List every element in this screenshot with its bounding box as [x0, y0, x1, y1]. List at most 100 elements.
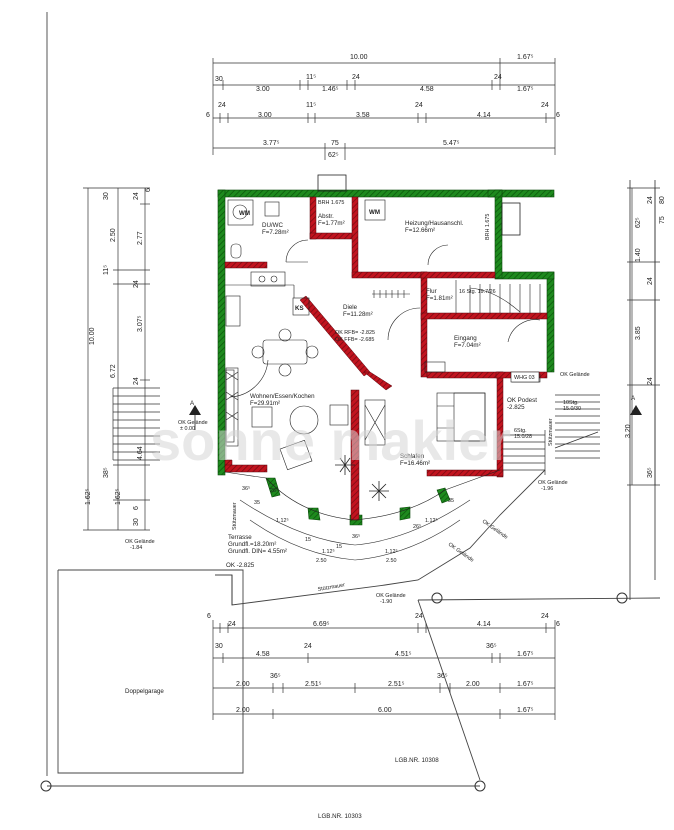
dim-left-9: 3.07⁵ [137, 315, 144, 332]
stair-label-2: 10Stg. [563, 400, 579, 406]
dim-left-8: 6.72 [110, 364, 117, 378]
room-heizung-area: F=12.66m² [405, 227, 435, 234]
left-exterior-steps [112, 387, 160, 461]
room-diele-name: Diele [343, 304, 358, 311]
wm-label-2: WM [369, 209, 380, 216]
ok-terrasse: OK -2.825 [226, 562, 255, 569]
dim-top-2h: 1.67⁵ [517, 86, 534, 93]
ok-gelaende-bottom-label: OK Gelände [376, 593, 406, 599]
dim-left-5: 11⁵ [103, 265, 110, 275]
room-diele-area: F=11.28m² [343, 311, 373, 318]
dim-top-3d: 11⁵ [306, 102, 316, 109]
dim-top-1a: 10.00 [350, 54, 368, 61]
plant-icon [335, 455, 355, 475]
dim-right-0: 24 [647, 196, 654, 204]
room-wohnen-name: Wohnen/Essen/Kochen [250, 393, 315, 400]
room-wohnen-area: F=29.91m² [250, 400, 280, 407]
ok-gelaende-right-label: OK Gelände [560, 372, 590, 378]
dim-bot-2e: 36⁵ [486, 643, 497, 650]
wm-label-1: WM [239, 210, 250, 217]
doppelgarage-label: Doppelgarage [125, 688, 164, 695]
dim-bot-1g: 6 [556, 621, 560, 628]
dim-bot-2d: 4.51⁵ [395, 651, 412, 658]
dim-right-1: 80 [659, 196, 666, 204]
whg-label: WHG 03 [514, 375, 535, 381]
dim-left-0: 30 [103, 192, 110, 200]
dim-bot-4c: 1.67⁵ [517, 707, 534, 714]
room-flur-area: F=1.81m² [426, 295, 453, 302]
dim-bot-3g: 1.67⁵ [517, 681, 534, 688]
right-exterior-steps [500, 394, 600, 475]
brh-top: BRH 1.675 [318, 200, 344, 206]
bay-dim-3: 15 [305, 537, 311, 543]
section-a-left: A [190, 400, 195, 407]
dim-top-4c: 62⁵ [328, 152, 339, 159]
ok-ffb: OK FFB= -2.685 [335, 337, 374, 343]
ok-gelaende-right2-label: OK Gelände [538, 480, 568, 486]
stuetzmauer-bottom: Stützmauer [317, 582, 345, 593]
dim-bot-3d: 2.51⁵ [388, 681, 405, 688]
survey-point [40, 780, 52, 792]
bay-dim-9: 1.12⁵ [385, 549, 398, 555]
dim-left-3: 2.50 [110, 228, 117, 242]
dim-top-3i: 6 [556, 112, 560, 119]
bay-dim-0: 35 [254, 500, 260, 506]
bay-dim-2: 1.12⁵ [276, 518, 289, 524]
dim-right-8: 3.20 [625, 424, 632, 438]
dim-bot-2a: 30 [215, 643, 223, 650]
ks-label: KS [295, 305, 304, 312]
stair-label-4: 6Stg. [514, 428, 527, 434]
stuetzmauer-left: Stützmauer [232, 502, 238, 530]
dim-left-1: 24 [133, 192, 140, 200]
ok-gelaende-bottom-value: -1.90 [380, 599, 392, 605]
bay-dim-5: 1.12⁵ [322, 549, 335, 555]
right-dimensions [627, 187, 660, 486]
bay-dim-4: 15 [336, 544, 342, 550]
bay-dim-8: 36⁵ [352, 534, 360, 540]
dim-left-15: 6 [133, 506, 140, 510]
dim-bot-3b: 36⁵ [270, 673, 281, 680]
survey-point [431, 592, 443, 604]
dim-bot-1a: 6 [207, 613, 211, 620]
room-dusche-name: DU/WC [262, 222, 283, 229]
section-arrow-right-icon [630, 405, 642, 415]
dim-bot-4b: 6.00 [378, 707, 392, 714]
dim-top-4b: 75 [331, 140, 339, 147]
dim-left-2: 6 [145, 188, 152, 192]
room-terrasse-area2: Grundfl. DIN= 4.55m² [228, 548, 287, 555]
ok-gelaende-right2-value: -1.96 [541, 486, 553, 492]
room-schlafen-area: F=16.46m² [400, 460, 430, 467]
dim-bot-3e: 36⁵ [437, 673, 448, 680]
dim-left-6: 24 [133, 280, 140, 288]
room-dusche-area: F=7.28m² [262, 229, 289, 236]
bay-dim-1: 26⁵ [270, 488, 278, 494]
room-schlafen-name: Schlafen [400, 453, 425, 460]
room-eingang-name: Eingang [454, 335, 477, 342]
dim-bot-3f: 2.00 [466, 681, 480, 688]
exterior-walls [217, 189, 555, 476]
dim-left-11: 4.64 [137, 446, 144, 460]
room-abstr-name: Abstr. [318, 213, 334, 220]
dim-bot-1d: 24 [415, 613, 423, 620]
room-terrasse-area1: Grundfl.=18.20m² [228, 541, 276, 548]
bay-dim-6: 2.50 [316, 558, 327, 564]
stair-label-5: 15.0/28 [514, 434, 532, 440]
dim-left-14: 1.62⁵ [115, 488, 122, 505]
dim-bot-2f: 1.67⁵ [517, 651, 534, 658]
dim-top-1b: 1.67⁵ [517, 54, 534, 61]
dim-top-3c: 3.00 [258, 112, 272, 119]
bay-dim-7: 2.50 [386, 558, 397, 564]
bay-window-walls [265, 477, 451, 526]
dim-left-7: 10.00 [89, 327, 96, 345]
ok-gelaende-diag2: OK Gelände [481, 519, 509, 541]
ok-gelaende-left-value: ± 0.00 [180, 426, 195, 432]
dim-right-2: 62⁵ [635, 217, 642, 228]
dim-bot-3c: 2.51⁵ [305, 681, 322, 688]
dim-bot-1b: 24 [228, 621, 236, 628]
dim-left-4: 2.77 [137, 231, 144, 245]
ok-gelaende-left2-label: OK Gelände [125, 539, 155, 545]
dim-top-2a: 30 [215, 76, 223, 83]
dim-top-2g: 24 [494, 74, 502, 81]
ok-gelaende-diag1: OK Gelände [447, 542, 475, 564]
